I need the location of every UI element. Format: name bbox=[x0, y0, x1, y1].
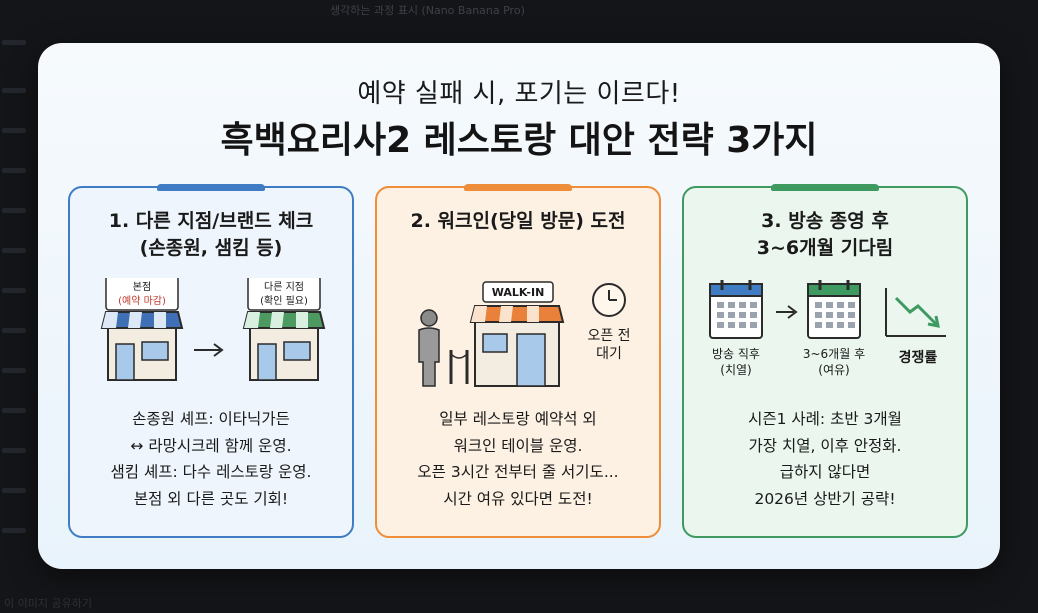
panel-title: 1. 다른 지점/브랜드 체크 (손종원, 샘킴 등) bbox=[70, 208, 352, 261]
clock-label-line2: 대기 bbox=[596, 346, 622, 362]
clock-label-line1: 오픈 전 bbox=[587, 328, 630, 344]
body-line: ↔ 라망시크레 함께 운영. bbox=[130, 436, 292, 455]
strategy-panel-1: 1. 다른 지점/브랜드 체크 (손종원, 샘킴 등) 본점 (예약 마감) bbox=[68, 184, 354, 538]
panel-title: 3. 방송 종영 후 3~6개월 기다림 bbox=[684, 208, 966, 261]
body-line: 시간 여유 있다면 도전! bbox=[443, 489, 593, 508]
card-subtitle: 예약 실패 시, 포기는 이르다! bbox=[357, 79, 681, 109]
body-line: 일부 레스토랑 예약석 외 bbox=[439, 410, 597, 428]
panel-tab bbox=[771, 184, 879, 191]
body-line: 오픈 3시간 전부터 줄 서기도... bbox=[417, 463, 619, 482]
sign2-line1: 다른 지점 bbox=[264, 281, 304, 293]
queue-barrier-icon bbox=[449, 350, 469, 384]
body-line: 2026년 상반기 공략! bbox=[754, 489, 896, 508]
body-line: 본점 외 다른 곳도 기회! bbox=[133, 489, 289, 508]
panel-title: 2. 워크인(당일 방문) 도전 bbox=[377, 208, 659, 235]
walk-in-illustration: WALK-IN 오픈 전 대기 bbox=[418, 281, 631, 387]
arrow-right-icon bbox=[776, 305, 798, 319]
body-line: 워크인 테이블 운영. bbox=[453, 436, 583, 455]
clock-icon bbox=[592, 283, 626, 317]
calendar2-label-line1: 3~6개월 후 bbox=[803, 347, 865, 361]
panel-title-line1: 1. 다른 지점/브랜드 체크 bbox=[108, 210, 314, 232]
body-line: 샘킴 셰프: 다수 레스토랑 운영. bbox=[110, 463, 312, 482]
panel-body: 일부 레스토랑 예약석 외 워크인 테이블 운영. 오픈 3시간 전부터 줄 서… bbox=[377, 406, 659, 513]
background-footer: 이 이미지 공유하기 bbox=[4, 597, 92, 610]
panel-title-line2: 3~6개월 기다림 bbox=[756, 236, 894, 259]
storefront-illustration: 본점 (예약 마감) 다른 지점 (확인 필요) bbox=[100, 278, 326, 381]
declining-trend-icon bbox=[885, 288, 946, 337]
person-icon bbox=[418, 309, 440, 387]
panel-title-line1: 3. 방송 종영 후 bbox=[761, 210, 889, 232]
strategy-panel-2: 2. 워크인(당일 방문) 도전 WALK-IN bbox=[375, 184, 661, 538]
panel-body: 손종원 셰프: 이타닉가든 ↔ 라망시크레 함께 운영. 샘킴 셰프: 다수 레… bbox=[70, 406, 352, 513]
waiting-illustration: 방송 직후 (치열) 3~6개월 후 (여유) 경쟁률 bbox=[709, 280, 946, 377]
panel-title-line2: (손종원, 샘킴 등) bbox=[139, 236, 283, 259]
walk-in-sign: WALK-IN bbox=[492, 286, 545, 299]
panel-title-line1: 2. 워크인(당일 방문) 도전 bbox=[410, 210, 626, 232]
calendar-icon bbox=[709, 280, 763, 339]
infographic-card: 예약 실패 시, 포기는 이르다! 흑백요리사2 레스토랑 대안 전략 3가지 … bbox=[38, 43, 1000, 569]
walk-in-store-icon: WALK-IN bbox=[469, 281, 565, 387]
calendar1-label-line1: 방송 직후 bbox=[712, 347, 760, 361]
body-line: 시즌1 사례: 초반 3개월 bbox=[748, 410, 902, 428]
strategy-panel-3: 3. 방송 종영 후 3~6개월 기다림 bbox=[682, 184, 968, 538]
sign2-line2: (확인 필요) bbox=[260, 295, 308, 307]
other-branch-store-icon: 다른 지점 (확인 필요) bbox=[242, 278, 326, 381]
body-line: 손종원 셰프: 이타닉가든 bbox=[132, 410, 290, 428]
panel-body: 시즌1 사례: 초반 3개월 가장 치열, 이후 안정화. 급하지 않다면 20… bbox=[684, 406, 966, 513]
sign1-line2: (예약 마감) bbox=[118, 295, 166, 307]
calendar-icon bbox=[807, 280, 861, 339]
card-title: 흑백요리사2 레스토랑 대안 전략 3가지 bbox=[220, 120, 818, 161]
calendar2-label-line2: (여유) bbox=[818, 363, 849, 377]
sign1-line1: 본점 bbox=[133, 281, 151, 293]
background-sidebar bbox=[0, 0, 30, 613]
panel-tab bbox=[157, 184, 265, 191]
calendar1-label-line2: (치열) bbox=[720, 363, 751, 377]
arrow-right-icon bbox=[194, 343, 224, 357]
main-store-icon: 본점 (예약 마감) bbox=[100, 278, 184, 381]
body-line: 급하지 않다면 bbox=[779, 463, 871, 482]
background-title: 생각하는 과정 표시 (Nano Banana Pro) bbox=[330, 4, 525, 17]
trend-label: 경쟁률 bbox=[899, 349, 938, 366]
body-line: 가장 치열, 이후 안정화. bbox=[748, 436, 902, 455]
panel-tab bbox=[464, 184, 572, 191]
